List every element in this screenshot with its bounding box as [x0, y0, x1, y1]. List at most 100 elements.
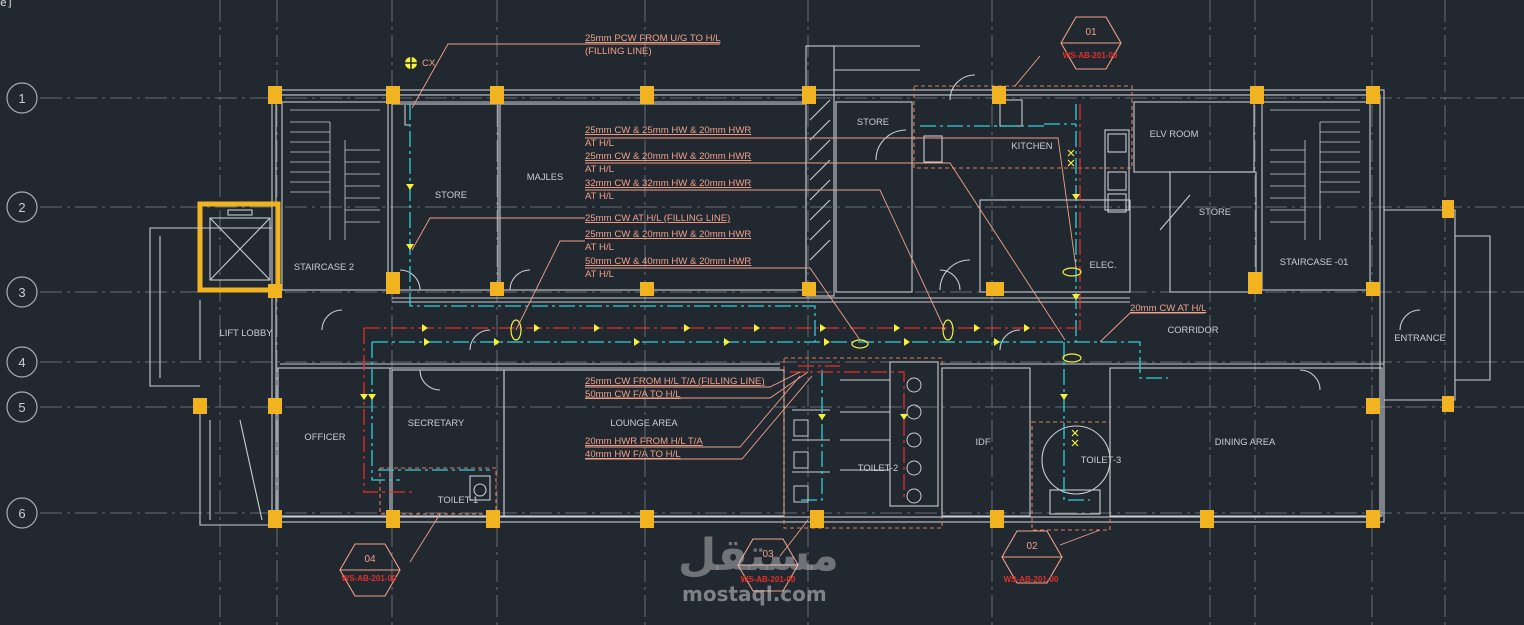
detail-tag-number: 01: [1085, 27, 1097, 38]
pipe-note-16: 50mm CW F/A TO H/L: [585, 389, 681, 400]
note-leaders: [409, 43, 1205, 563]
pipe-note-14: 20mm CW AT H/L: [1130, 303, 1207, 314]
detail-tag-ref: WS-AB-201-00: [1063, 51, 1118, 60]
flow-arrow: [904, 338, 910, 346]
flow-arrow: [360, 394, 368, 400]
detail-tags: 01WS-AB-201-0004WS-AB-201-0003WS-AB-201-…: [339, 16, 1122, 597]
cx-marker: CX: [405, 57, 436, 69]
room-labels: STORE MAJLES STAIRCASE 2 LIFT LOBBY OFFICER S…: [220, 116, 1446, 505]
flow-arrow: [900, 414, 908, 420]
detail-tag-ref: WS-AB-201-00: [342, 574, 397, 583]
grid-bubble-6: 6: [6, 497, 38, 529]
pipe-note-15: 25mm CW FROM H/L T/A (FILLING LINE): [585, 376, 765, 387]
room-label-kitchen: KITCHEN: [1011, 140, 1052, 151]
flow-arrow: [494, 338, 500, 346]
toilet-fixtures: [793, 377, 922, 504]
flow-arrow: [368, 394, 376, 400]
flow-arrow: [406, 184, 414, 190]
detail-tag-number: 03: [762, 549, 774, 560]
flow-arrow: [894, 324, 900, 332]
building-walls: [149, 45, 1491, 531]
room-label-idf: IDF: [975, 436, 990, 447]
flow-arrow: [406, 244, 414, 250]
pipe-note-17: 20mm HWR FROM H/L T/A: [585, 436, 703, 447]
flow-arrow: [1024, 324, 1030, 332]
hot-water-piping: [363, 104, 1081, 500]
room-label-corridor: CORRIDOR: [1167, 324, 1218, 335]
room-label-store-left: STORE: [435, 189, 467, 200]
grid-bubble-label: 2: [18, 200, 25, 215]
flow-arrow: [1072, 294, 1080, 300]
pipe-note-11: AT H/L: [585, 242, 615, 253]
room-label-elec: ELEC.: [1089, 259, 1116, 270]
corner-text: e]: [0, 0, 14, 9]
flow-arrow: [724, 338, 730, 346]
pipe-note-4: AT H/L: [585, 138, 615, 149]
pipe-note-9: 25mm CW AT H/L (FILLING LINE): [585, 213, 730, 224]
flow-arrow: [974, 324, 980, 332]
grid-bubble-3: 3: [6, 276, 38, 308]
room-label-toilet-2: TOILET-2: [858, 462, 898, 473]
room-label-secretary: SECRETARY: [408, 417, 465, 428]
flow-arrow: [1072, 194, 1080, 200]
flow-arrow: [754, 324, 760, 332]
grid-bubble-label: 6: [18, 506, 25, 521]
room-label-toilet-1: TOILET-1: [438, 494, 478, 505]
detail-tag-number: 02: [1026, 541, 1038, 552]
room-label-lounge-area: LOUNGE AREA: [610, 417, 678, 428]
room-label-lift-lobby: LIFT LOBBY: [220, 327, 274, 338]
structural-columns: [193, 86, 1454, 528]
flow-arrow: [824, 338, 830, 346]
grid-bubble-label: 4: [18, 355, 25, 370]
pipe-note-5: 25mm CW & 20mm HW & 20mm HWR: [585, 151, 751, 162]
grid-bubble-2: 2: [6, 191, 38, 223]
flow-arrow: [994, 338, 1000, 346]
pipe-note-6: AT H/L: [585, 164, 615, 175]
pipe-note-1: 25mm PCW FROM U/G TO H/L: [585, 33, 721, 44]
room-label-officer: OFFICER: [304, 431, 345, 442]
flow-arrow: [424, 338, 430, 346]
room-label-dining-area: DINING AREA: [1215, 436, 1276, 447]
room-label-store-right: STORE: [1199, 206, 1231, 217]
pipe-note-3: 25mm CW & 25mm HW & 20mm HWR: [585, 125, 751, 136]
grid-lines: [40, 0, 1524, 625]
room-label-store-mid: STORE: [857, 116, 889, 127]
grid-bubble-label: 1: [18, 91, 25, 106]
pipe-notes: 25mm PCW FROM U/G TO H/L (FILLING LINE) 25…: [585, 33, 1207, 460]
pipe-note-7: 32mm CW & 32mm HW & 20mm HWR: [585, 178, 751, 189]
grid-bubble-label: 3: [18, 285, 25, 300]
pipe-note-2: (FILLING LINE): [585, 46, 652, 57]
pipe-note-8: AT H/L: [585, 191, 615, 202]
flow-arrows: [360, 184, 1080, 420]
room-label-toilet-3: TOILET-3: [1081, 454, 1121, 465]
room-label-elv-room: ELV ROOM: [1150, 128, 1199, 139]
pipe-note-13: AT H/L: [585, 269, 615, 280]
grid-bubble-1: 1: [6, 82, 38, 114]
pipe-note-10: 25mm CW & 20mm HW & 20mm HWR: [585, 229, 751, 240]
cx-label: CX: [422, 58, 436, 69]
pipe-note-18: 40mm HW F/A TO H/L: [585, 449, 681, 460]
grid-bubble-5: 5: [6, 391, 38, 423]
grid-bubble-label: 5: [18, 400, 25, 415]
flow-arrow: [818, 414, 826, 420]
flow-arrow: [422, 324, 428, 332]
flow-arrow: [634, 338, 640, 346]
room-label-staircase-01: STAIRCASE -01: [1280, 256, 1349, 267]
detail-tag-number: 04: [364, 554, 376, 565]
room-label-majles: MAJLES: [527, 171, 563, 182]
pipe-note-12: 50mm CW & 40mm HW & 20mm HWR: [585, 256, 751, 267]
room-label-staircase-2: STAIRCASE 2: [294, 261, 354, 272]
flow-arrow: [684, 324, 690, 332]
detail-tag-ref: WS-AB-201-00: [1004, 575, 1059, 584]
flow-arrow: [1060, 394, 1068, 400]
flow-arrow: [594, 324, 600, 332]
grid-bubble-4: 4: [6, 346, 38, 378]
cold-water-piping: [371, 104, 1168, 501]
flow-arrow: [820, 324, 826, 332]
room-label-entrance: ENTRANCE: [1394, 332, 1446, 343]
